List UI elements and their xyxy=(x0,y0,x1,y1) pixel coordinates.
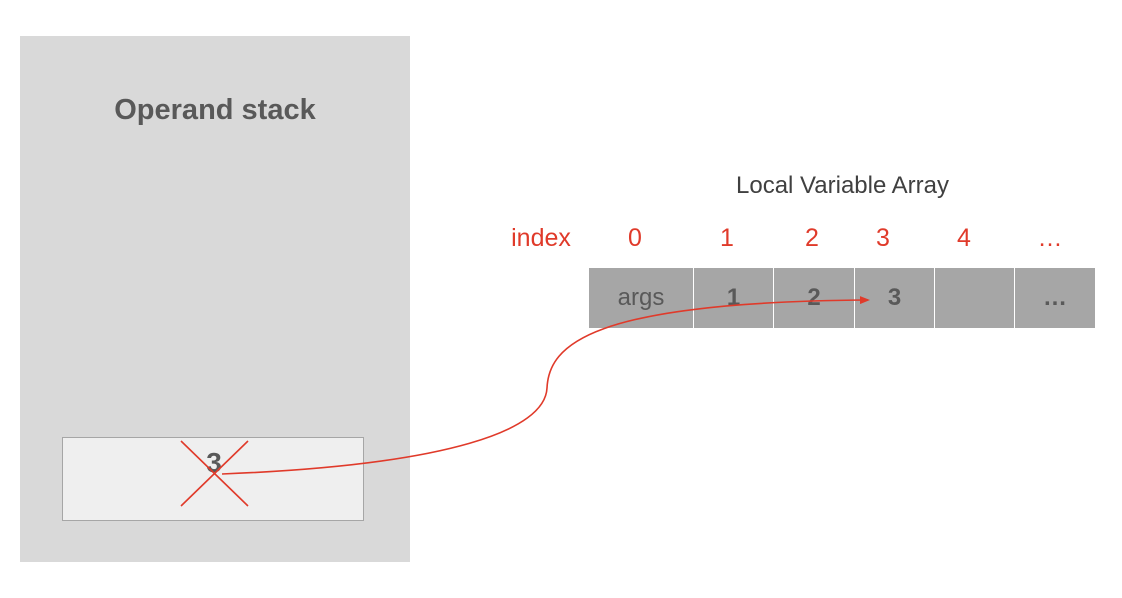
local-variable-array: args 1 2 3 … xyxy=(589,268,1095,328)
index-0: 0 xyxy=(628,224,642,252)
index-3: 3 xyxy=(876,224,890,252)
array-cell-0: args xyxy=(589,268,694,328)
index-label: index xyxy=(511,224,571,252)
array-cell-ellipsis: … xyxy=(1015,268,1095,328)
local-variable-array-title: Local Variable Array xyxy=(736,172,949,199)
array-cell-4 xyxy=(935,268,1015,328)
index-4: 4 xyxy=(957,224,971,252)
operand-stack-title: Operand stack xyxy=(114,94,316,126)
array-cell-2: 2 xyxy=(774,268,855,328)
array-cell-3: 3 xyxy=(855,268,935,328)
index-2: 2 xyxy=(805,224,819,252)
index-ellipsis: … xyxy=(1037,224,1063,252)
index-1: 1 xyxy=(720,224,734,252)
operand-stack-item-value: 3 xyxy=(206,447,222,478)
array-cell-1: 1 xyxy=(694,268,774,328)
